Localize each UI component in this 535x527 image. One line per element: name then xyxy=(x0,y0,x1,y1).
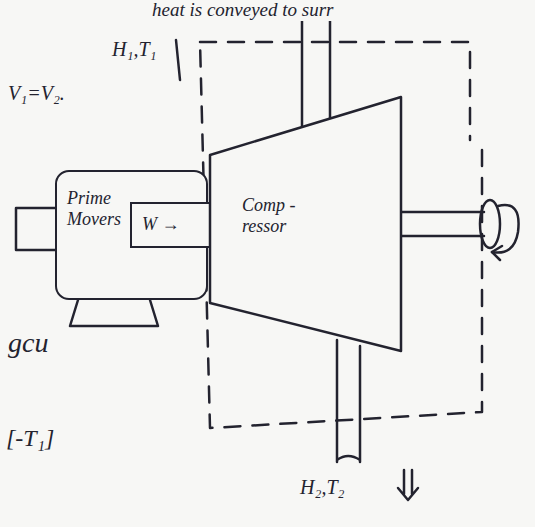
inlet-pipe xyxy=(302,4,330,130)
node-text: Comp -ressor xyxy=(242,195,322,236)
trapezoid-path xyxy=(210,97,401,351)
shaft-end xyxy=(480,200,500,248)
rotation-arrowhead xyxy=(492,246,502,260)
velocity-note: V₁=V₂. xyxy=(6,82,67,104)
rotation-arrow xyxy=(492,205,519,253)
node-text: W → xyxy=(142,214,206,235)
equation-fragment: [-T₁] xyxy=(4,425,56,451)
node-text: Prime Movers xyxy=(67,188,131,229)
outlet-state: H₂,T₂ xyxy=(298,476,346,498)
note-text: heat is conveyed to surr xyxy=(150,0,336,21)
prime-mover-feet xyxy=(70,300,158,326)
inlet-state: H₁,T₁ xyxy=(110,38,158,60)
output-shaft xyxy=(402,212,484,236)
outlet-pipe xyxy=(337,340,360,462)
shaft-stub xyxy=(16,208,55,250)
compressor-trapezoid: Comp -ressor xyxy=(208,95,403,353)
heat-note: gcu xyxy=(6,328,50,359)
bracket-line xyxy=(176,40,180,80)
trapezoid-outline xyxy=(208,95,403,353)
outlet-flow-arrow xyxy=(398,470,418,500)
shaft-coupling-box: W → xyxy=(130,202,220,248)
